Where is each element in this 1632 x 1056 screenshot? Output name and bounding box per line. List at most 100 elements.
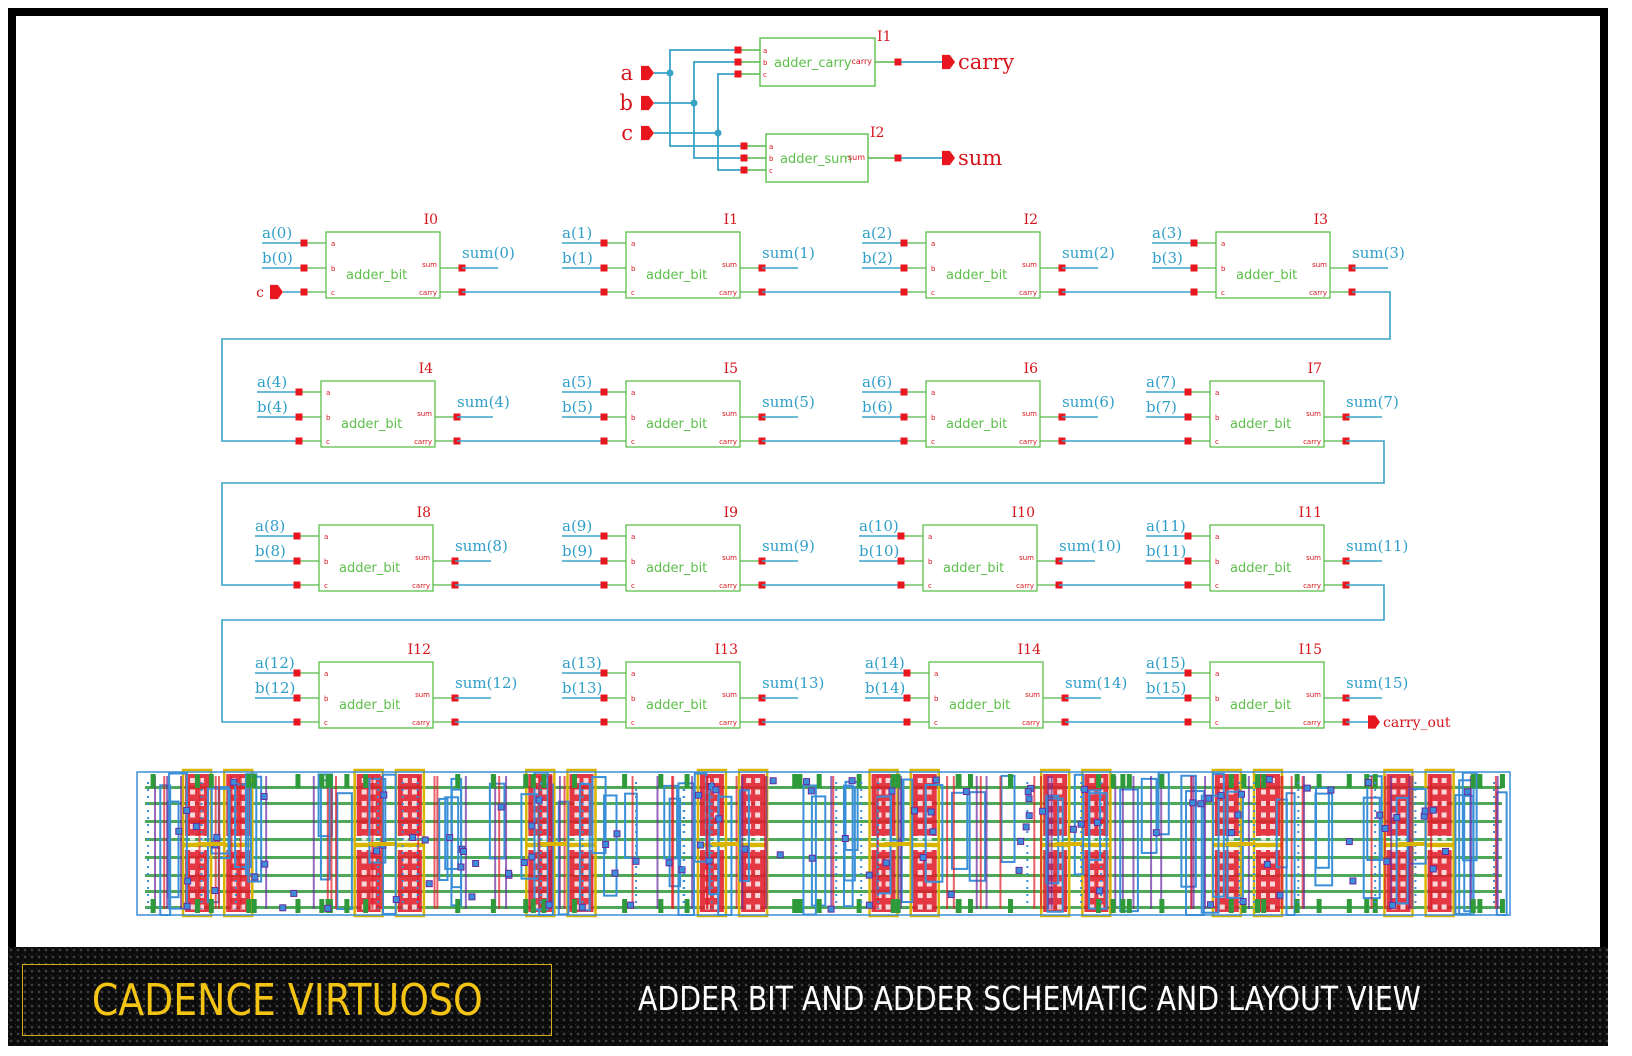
layout-contact <box>1260 835 1266 841</box>
layout-trace <box>505 776 508 909</box>
layout-via <box>910 807 918 815</box>
layout-via-bar <box>1294 774 1300 788</box>
layout-contact <box>190 801 196 806</box>
layout-contact <box>1432 778 1438 783</box>
layout-via <box>962 787 970 795</box>
layout-contact <box>885 893 891 898</box>
net-label-b: b(13) <box>562 679 602 697</box>
pin-name: b <box>1215 695 1220 703</box>
layout-contact <box>926 893 932 898</box>
layout-contact <box>755 801 761 806</box>
net-label-b: b(0) <box>262 249 293 267</box>
pin-name: b <box>631 414 636 422</box>
layout-contact <box>1260 789 1266 795</box>
pin-name: c <box>1215 582 1219 590</box>
layout-via <box>497 803 505 811</box>
layout-via <box>632 857 640 865</box>
layout-trace <box>1121 776 1124 909</box>
layout-contact <box>1219 778 1225 783</box>
pin-marker <box>600 437 608 445</box>
layout-contact <box>926 801 932 806</box>
layout-contact <box>583 904 589 910</box>
layout-via-bar <box>793 774 799 788</box>
layout-poly-block <box>741 774 766 836</box>
layout-contact <box>361 824 367 829</box>
layout-contact <box>1057 870 1063 875</box>
layout-contact <box>713 881 719 887</box>
pin-name: c <box>1221 289 1225 297</box>
layout-metal1 <box>924 783 944 883</box>
pin-name: sum <box>1306 410 1321 418</box>
layout-via-bar <box>1477 899 1483 913</box>
adder-bit-instance <box>1215 231 1331 299</box>
pin-name: sum <box>722 410 737 418</box>
layout-contact <box>713 801 719 806</box>
pin-name: c <box>324 582 328 590</box>
cell-name: adder_bit <box>949 698 1010 713</box>
layout-contact <box>361 870 367 875</box>
layout-via <box>1429 865 1437 873</box>
layout-contact <box>917 904 923 910</box>
layout-via <box>613 830 621 838</box>
layout-via <box>602 840 610 848</box>
layout-contact <box>1219 835 1225 841</box>
layout-contact <box>542 893 548 898</box>
layout-via <box>712 786 720 794</box>
pin-name: c <box>631 438 635 446</box>
layout-contact <box>755 847 761 852</box>
layout-contact <box>583 801 589 806</box>
layout-contact <box>583 835 589 841</box>
layout-via <box>1263 860 1271 868</box>
layout-via <box>1429 806 1437 814</box>
layout-metal2-rail <box>145 786 1502 789</box>
pin-marker <box>1184 581 1192 589</box>
layout-via <box>929 828 937 836</box>
layout-via <box>1393 814 1401 822</box>
layout-contact <box>533 893 539 898</box>
layout-contact <box>1219 881 1225 887</box>
net-label-sum: sum(4) <box>457 393 510 411</box>
cell-name: adder_bit <box>339 698 400 713</box>
net-label-b: b(2) <box>862 249 893 267</box>
pin-name: a <box>631 670 635 678</box>
layout-trace <box>1290 776 1293 909</box>
carry-loop-wire <box>221 440 1385 586</box>
layout-via <box>841 835 849 843</box>
layout-via-bar <box>1316 899 1322 913</box>
pin-name: carry <box>719 582 737 590</box>
pin-name: sum <box>722 554 737 562</box>
instance-label: I13 <box>715 642 738 658</box>
layout-via-bar <box>295 899 301 913</box>
layout-contact <box>1391 847 1397 852</box>
pin-name: carry <box>414 438 432 446</box>
layout-metal1 <box>842 784 854 908</box>
layout-contact <box>1441 881 1447 887</box>
instance-label: I11 <box>1299 505 1322 521</box>
layout-contact <box>240 801 246 806</box>
layout-trace <box>498 776 501 909</box>
pin-marker <box>293 581 301 589</box>
layout-contact <box>231 858 237 864</box>
layout-via-bar <box>1008 774 1014 788</box>
layout-contact <box>411 858 417 864</box>
layout-contact <box>746 893 752 898</box>
layout-contact <box>574 881 580 887</box>
layout-diff-strap <box>883 842 910 846</box>
layout-contact <box>1400 824 1406 829</box>
layout-via <box>175 827 183 835</box>
layout-contact <box>533 847 539 852</box>
layout-diff-strap <box>197 842 224 846</box>
layout-contact <box>402 789 408 795</box>
net-label-b: b(14) <box>865 679 905 697</box>
layout-via <box>545 901 553 909</box>
layout-contact <box>1219 801 1225 806</box>
layout-via-bar <box>455 774 461 788</box>
pin-name: b <box>931 414 936 422</box>
layout-via <box>184 877 192 885</box>
net-label-a: a(13) <box>562 654 602 672</box>
net-label-a: a(15) <box>1146 654 1186 672</box>
layout-trace <box>417 776 420 909</box>
layout-via-bar <box>150 774 156 788</box>
layout-contact <box>755 812 761 818</box>
layout-via-bar <box>1364 899 1370 913</box>
